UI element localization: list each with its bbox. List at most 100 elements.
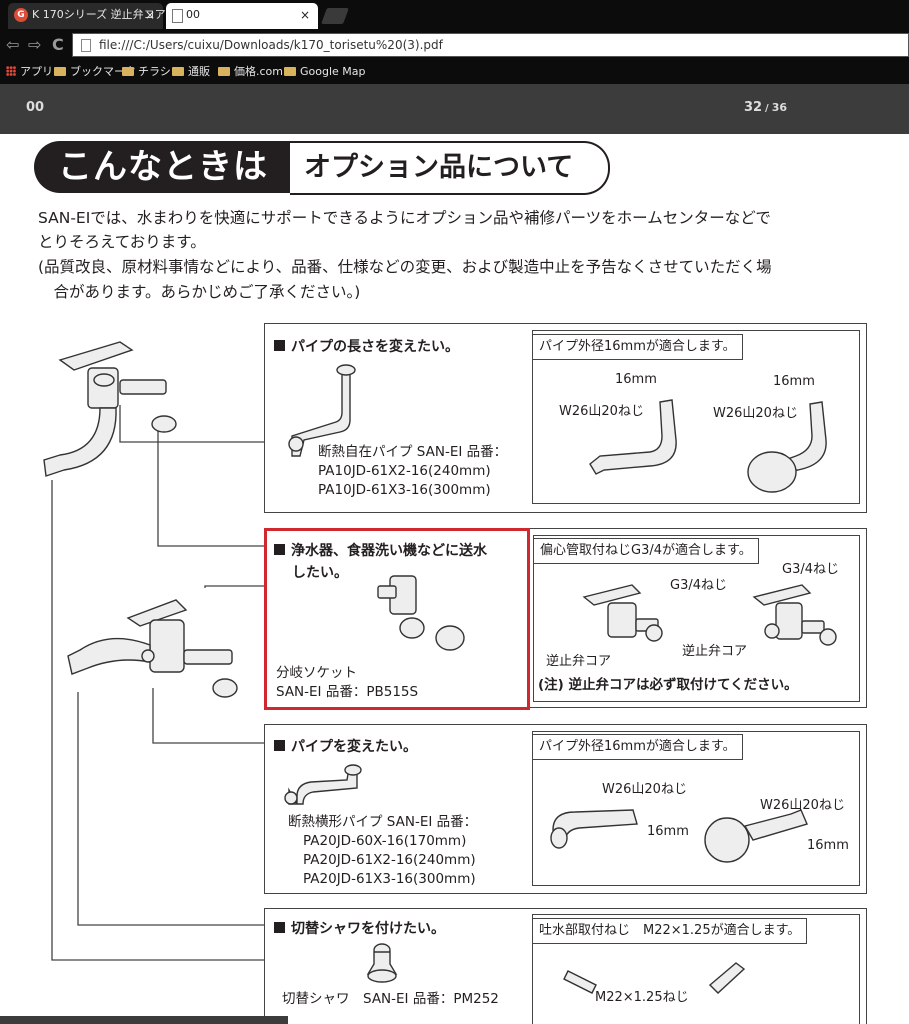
folder-icon	[54, 67, 66, 76]
thread-label: G3/4ねじ	[782, 562, 839, 577]
bookmark-label: ブックマーク	[70, 65, 136, 78]
horizontal-pipe-icon	[284, 764, 362, 805]
pipe-diagram-icon	[550, 809, 808, 863]
intro-line: (品質改良、原材料事情などにより、品番、仕様などの変更、および製造中止を予告なく…	[38, 258, 772, 276]
fit-note: 吐水部取付ねじ M22×1.25が適合します。	[532, 918, 808, 944]
intro-line: 合があります。あらかじめご了承ください。)	[38, 283, 361, 301]
thread-label: W26山20ねじ	[760, 798, 845, 813]
fit-note: パイプ外径16mmが適合します。	[532, 734, 743, 760]
bookmark-apps[interactable]: アプリ	[6, 63, 53, 81]
new-tab-button[interactable]	[321, 8, 349, 24]
valve-diagram-icon	[582, 584, 837, 646]
section-heading-cont: したい。	[292, 565, 348, 581]
swivel-pipe-icon	[288, 364, 356, 457]
address-bar[interactable]: file:///C:/Users/cuixu/Downloads/k170_to…	[72, 33, 909, 57]
faucet-illustrations	[43, 341, 266, 961]
document-icon	[172, 9, 183, 23]
intro-line: とりそろえております。	[38, 233, 206, 251]
caution-text: (注) 逆止弁コアは必ず取付けてください。	[538, 677, 798, 693]
product-number: PA20JD-61X3-16(300mm)	[303, 871, 476, 887]
square-bullet-icon	[274, 544, 285, 555]
url-text: file:///C:/Users/cuixu/Downloads/k170_to…	[99, 38, 443, 52]
page-icon	[81, 39, 91, 52]
pipe-diagram-icon	[589, 399, 827, 493]
forward-icon[interactable]: ⇨	[28, 35, 42, 54]
thread-label: W26山20ねじ	[602, 782, 687, 797]
back-icon[interactable]: ⇦	[6, 35, 20, 54]
intro-line: SAN-EIでは、水まわりを快適にサポートできるようにオプション品や補修パーツを…	[38, 209, 771, 227]
product-text: 断熱横形パイプ SAN-EI 品番：	[288, 814, 478, 830]
tab-k170[interactable]: G K 170シリーズ 逆止弁コア - ×	[8, 3, 173, 29]
square-bullet-icon	[274, 340, 285, 351]
thread-label: G3/4ねじ	[670, 578, 727, 593]
pdf-scroll-indicator	[0, 1016, 288, 1024]
reload-icon[interactable]: C	[52, 35, 64, 54]
product-text: 断熱自在パイプ SAN-EI 品番：	[318, 444, 508, 460]
spout-diagram-icon	[563, 962, 746, 994]
total-pages: 36	[771, 101, 787, 114]
fit-note: パイプ外径16mmが適合します。	[532, 334, 743, 360]
highlight-box	[264, 528, 530, 710]
page-title-main: こんなときは	[34, 141, 290, 193]
pdf-title: 00	[26, 100, 45, 115]
close-tab-icon[interactable]: ×	[144, 8, 155, 22]
folder-icon	[284, 67, 296, 76]
section-heading: 浄水器、食器洗い機などに送水	[274, 540, 487, 560]
square-bullet-icon	[274, 740, 285, 751]
bookmark-item[interactable]: チラシ	[122, 63, 171, 81]
folder-icon	[218, 67, 230, 76]
shower-switch-icon	[366, 943, 398, 983]
tab-bar: G K 170シリーズ 逆止弁コア - × 00 ×	[0, 0, 909, 30]
title-sub-text: オプション品について	[304, 152, 574, 183]
page-separator: /	[765, 103, 769, 114]
bookmark-label: チラシ	[138, 65, 171, 78]
square-bullet-icon	[274, 922, 285, 933]
bookmark-label: Google Map	[300, 65, 366, 78]
close-tab-icon[interactable]: ×	[299, 8, 310, 22]
faucet-top-icon	[43, 341, 177, 477]
page-title-sub: オプション品について	[290, 141, 610, 195]
heading-text: 切替シャワを付けたい。	[291, 921, 445, 937]
bookmark-label: 価格.com	[234, 65, 283, 78]
heading-text: 浄水器、食器洗い機などに送水	[291, 543, 487, 559]
product-number: PA10JD-61X3-16(300mm)	[318, 482, 491, 498]
product-number: SAN-EI 品番：PB515S	[276, 684, 419, 700]
heading-text: パイプの長さを変えたい。	[291, 339, 459, 355]
title-main-text: こんなときは	[58, 147, 268, 187]
bookmark-label: 通販	[188, 65, 210, 78]
product-number: PA10JD-61X2-16(240mm)	[318, 463, 491, 479]
tab-title: K 170シリーズ 逆止弁コア -	[32, 8, 174, 21]
section-heading: パイプを変えたい。	[274, 736, 417, 756]
product-number: PA20JD-61X2-16(240mm)	[303, 852, 476, 868]
google-icon: G	[14, 8, 28, 22]
tab-title: 00	[186, 8, 200, 21]
thread-label: W26山20ねじ	[713, 406, 798, 421]
bookmark-item[interactable]: 通販	[172, 63, 210, 81]
browser-toolbar: ⇦ ⇨ C file:///C:/Users/cuixu/Downloads/k…	[0, 30, 909, 60]
dimension-label: 16mm	[615, 372, 657, 387]
folder-icon	[122, 67, 134, 76]
product-text: 分岐ソケット	[276, 665, 357, 681]
pdf-toolbar: 00 32/36	[0, 84, 909, 134]
bookmark-item[interactable]: 価格.com	[218, 63, 283, 81]
bookmarks-bar: アプリ ブックマーク チラシ 通販 価格.com Google Map	[0, 60, 909, 84]
folder-icon	[172, 67, 184, 76]
bookmark-label: アプリ	[20, 65, 53, 78]
faucet-bottom-icon	[67, 599, 238, 698]
page-indicator: 32/36	[744, 100, 787, 115]
check-valve-label: 逆止弁コア	[682, 644, 748, 659]
product-text: 切替シャワ SAN-EI 品番：PM252	[282, 991, 499, 1007]
check-valve-label: 逆止弁コア	[546, 654, 612, 669]
tab-pdf[interactable]: 00 ×	[166, 3, 318, 29]
branch-socket-icon	[377, 575, 465, 651]
thread-label: W26山20ねじ	[559, 404, 644, 419]
fit-note: 偏心管取付ねじG3/4が適合します。	[533, 538, 759, 564]
bookmark-item[interactable]: ブックマーク	[54, 63, 136, 81]
current-page[interactable]: 32	[743, 100, 763, 115]
dimension-label: 16mm	[647, 824, 689, 839]
section-heading: 切替シャワを付けたい。	[274, 918, 445, 938]
bookmark-item[interactable]: Google Map	[284, 63, 366, 81]
section-heading: パイプの長さを変えたい。	[274, 336, 459, 356]
apps-grid-icon	[6, 66, 16, 76]
dimension-label: 16mm	[773, 374, 815, 389]
